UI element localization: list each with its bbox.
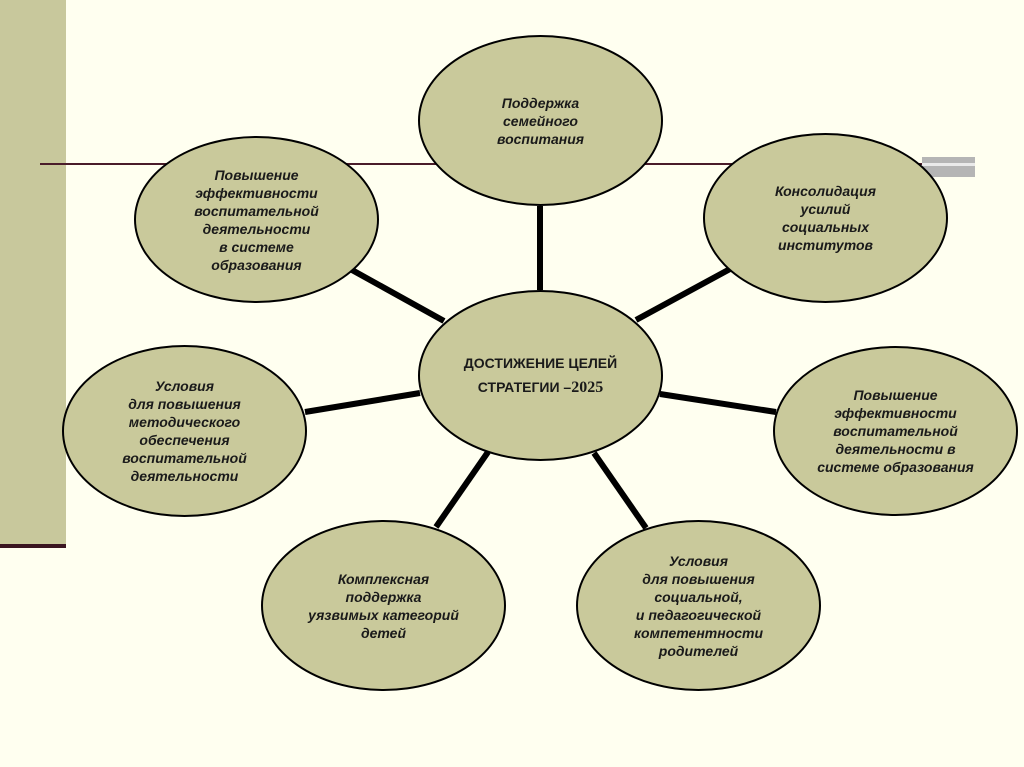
connector-top-right [634,266,732,323]
node-top-right-label: Консолидация усилий социальных институто… [775,183,876,253]
node-mid-left-label: Условия для повышения методического обес… [122,378,247,484]
node-bottom-left-label: Комплексная поддержка уязвимых категорий… [308,570,459,641]
node-mid-right: Повышение эффективности воспитательной д… [773,346,1018,516]
node-top-label: Поддержка семейного воспитания [496,94,585,147]
connector-mid-right [659,391,777,415]
node-center: ДОСТИЖЕНИЕ ЦЕЛЕЙ СТРАТЕГИИ –2025 [418,290,663,461]
center-label: ДОСТИЖЕНИЕ ЦЕЛЕЙ СТРАТЕГИИ –2025 [464,351,617,400]
left-decor-bar [0,0,66,545]
connector-top-left [350,267,446,324]
node-top-left: Повышение эффективности воспитательной д… [134,136,379,303]
node-top-right: Консолидация усилий социальных институто… [703,133,948,303]
left-decor-line [0,544,66,548]
node-mid-left: Условия для повышения методического обес… [62,345,307,517]
center-line2: СТРАТЕГИИ –2025 [464,375,617,400]
connector-mid-left [304,390,421,415]
center-line2-text: СТРАТЕГИИ – [477,379,572,395]
center-line1: ДОСТИЖЕНИЕ ЦЕЛЕЙ [463,355,618,371]
node-top-left-label: Повышение эффективности воспитательной д… [194,166,319,273]
connector-bottom-right [591,451,649,530]
node-top: Поддержка семейного воспитания [418,35,663,206]
node-bottom-right: Условия для повышения социальной, и педа… [576,520,821,691]
center-year: 2025 [571,379,604,396]
node-mid-right-label: Повышение эффективности воспитательной д… [817,387,974,475]
node-bottom-left: Комплексная поддержка уязвимых категорий… [261,520,506,691]
gray-accent-bar [922,157,975,177]
connector-bottom-left [433,450,491,529]
node-bottom-right-label: Условия для повышения социальной, и педа… [633,552,764,659]
